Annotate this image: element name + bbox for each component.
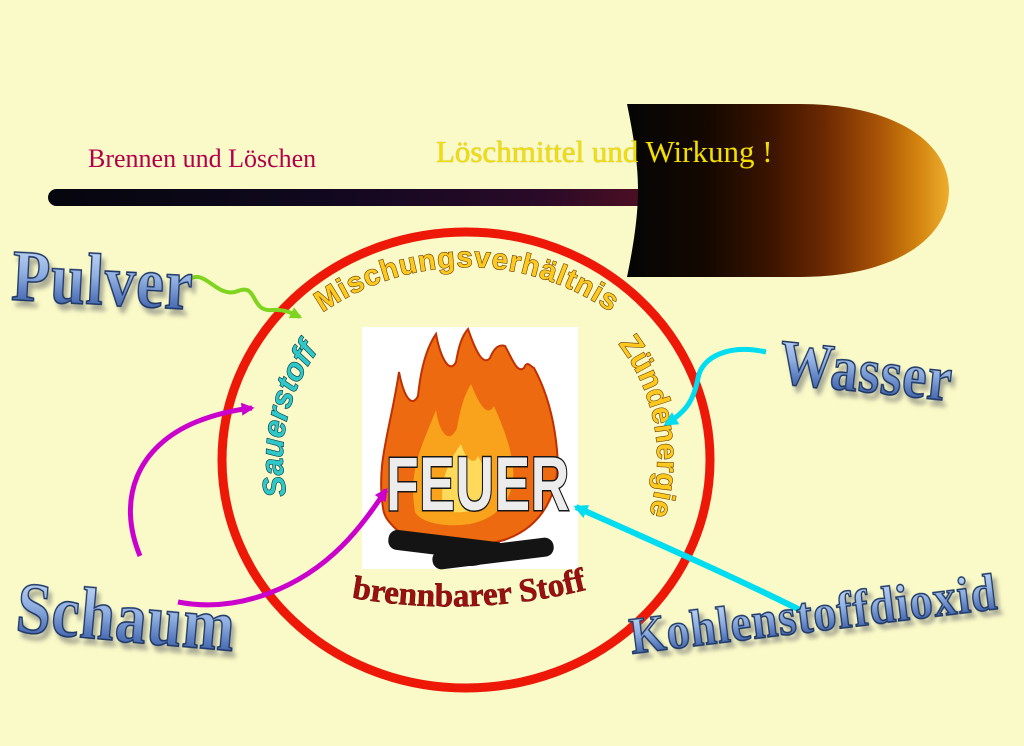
label-pulver: Pulver [9,236,196,327]
slide-subtitle: Löschmittel und Wirkung ! [436,134,773,169]
fire-word-label: FEUER [386,442,570,527]
svg-text:brennbarer Stoff: brennbarer Stoff [350,562,590,614]
foam-arrow-upper [127,402,255,557]
fuel-arc-label: brennbarer Stoff [350,562,590,615]
fire-illustration: FEUER [362,327,578,570]
oxygen-arc-label: Sauerstoff [254,332,326,501]
combustion-circle [217,227,715,693]
foam-arrow-lower [177,487,389,608]
svg-text:Sauerstoff: Sauerstoff [254,332,325,499]
co2-arrow [573,504,806,615]
water-arrow [663,347,767,427]
label-wasser: Wasser [775,326,957,416]
powder-arrow [184,274,303,319]
logs-icon [388,529,554,570]
bullet-gradient-shape [627,104,949,277]
ignition-arc-label: Zündenergie [612,328,684,521]
label-schaum: Schaum [13,568,240,668]
flame-core-icon [442,444,490,513]
slide-title: Brennen und Löschen [88,144,317,173]
svg-text:Zündenergie: Zündenergie [613,329,684,521]
